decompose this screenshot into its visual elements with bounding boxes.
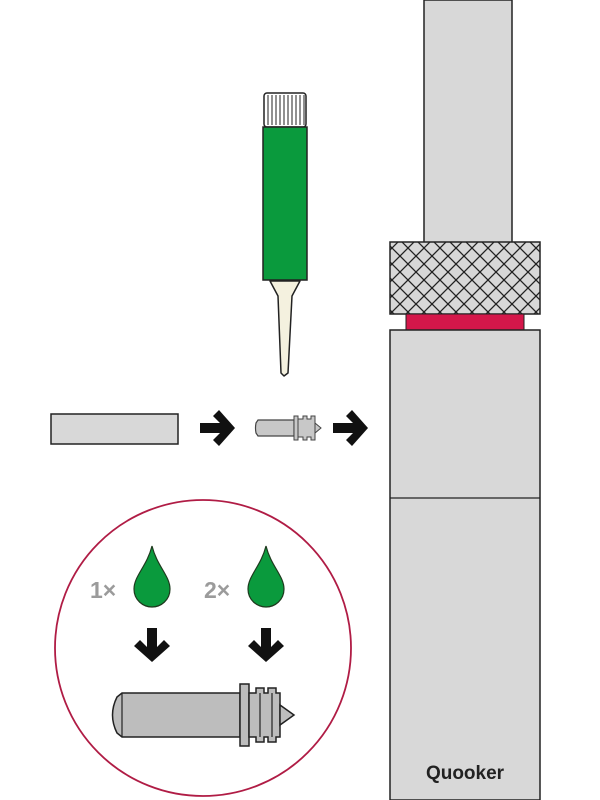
tap-knurled-ring xyxy=(389,241,541,315)
drop-icon xyxy=(133,545,171,608)
tap-upper-spout xyxy=(423,0,513,245)
glue-tube-cap-ridges xyxy=(267,95,305,125)
aerator-part-icon xyxy=(254,415,322,441)
glue-tube-icon xyxy=(262,92,308,377)
aerator-housing-bar xyxy=(50,413,179,445)
arrow-right-icon xyxy=(333,410,368,446)
drop-icon xyxy=(247,545,285,608)
brand-logo: Quooker xyxy=(426,763,505,784)
tap-body xyxy=(389,329,541,800)
glue-tube-body xyxy=(262,126,308,281)
glue-tube-nozzle xyxy=(269,280,301,377)
dosage-label-right: 2× xyxy=(204,577,230,603)
tap-red-seal xyxy=(405,313,525,331)
aerator-part-icon xyxy=(111,683,296,747)
dosage-detail-circle: 1× 2× xyxy=(54,499,352,797)
dosage-label-left: 1× xyxy=(90,577,116,603)
arrow-down-icon xyxy=(248,628,284,662)
tap-icon: Quooker xyxy=(389,0,541,800)
arrow-down-icon xyxy=(134,628,170,662)
arrow-right-icon xyxy=(200,410,235,446)
